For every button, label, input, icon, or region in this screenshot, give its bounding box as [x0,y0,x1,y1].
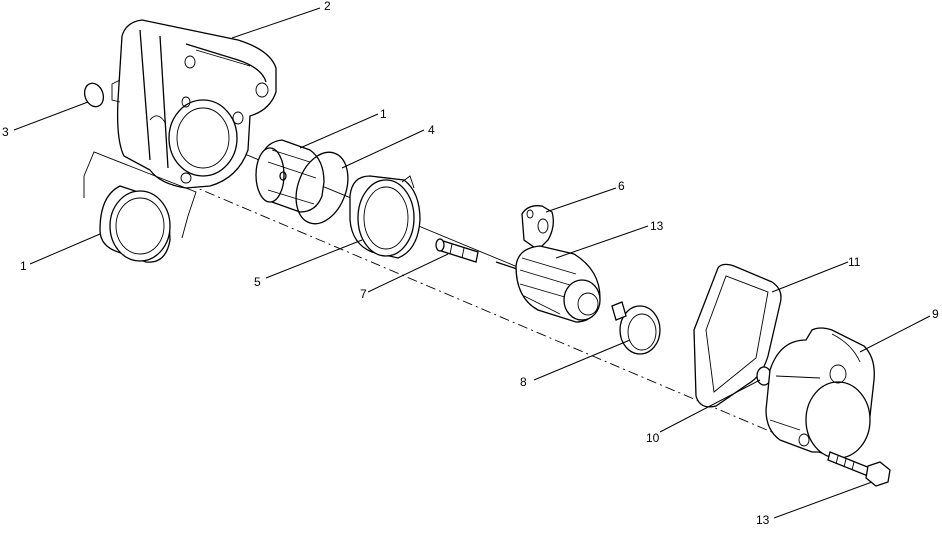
callout-6: 6 [618,179,625,193]
impeller-part-1-upper [255,139,325,213]
leader-line-10 [659,379,761,433]
callout-13-bolt: 13 [756,513,770,527]
oring-part-4 [295,151,349,225]
oring-part-3 [83,82,105,108]
leader-line-9 [859,315,931,353]
callout-2: 2 [324,0,331,13]
gasket-inner-edge [705,275,769,393]
callout-7: 7 [360,287,367,301]
callout-5: 5 [254,275,261,289]
seal-ring-part-5 [349,175,421,259]
leader-line-4 [341,129,425,169]
callout-1-upper: 1 [380,107,387,121]
leader-line-7 [367,253,449,293]
shaft-pin-part-7 [435,238,479,263]
impeller-cup-part-1-left [83,151,197,263]
callout-11: 11 [848,255,861,269]
leader-line-11 [771,261,849,293]
leader-line-6 [545,187,617,213]
leader-line-8 [533,339,631,381]
callout-10: 10 [646,431,660,445]
assembly-centerline [149,167,881,479]
leader-line-13-bolt [773,481,873,519]
pump-cover-part-9 [765,327,875,459]
leader-line-1-upper [299,113,379,149]
leader-line-2 [231,7,321,39]
pump-body-part-13 [515,245,601,323]
callout-3: 3 [2,125,9,139]
leader-line-13-pump [555,225,649,259]
callout-1-left: 1 [20,259,27,273]
callout-4: 4 [428,123,435,137]
callout-8: 8 [520,375,527,389]
callout-13-pump: 13 [650,219,664,233]
washer-part-8 [611,301,661,355]
leader-line-1-left [29,233,101,265]
callout-9: 9 [932,307,939,321]
pump-body-part-6 [521,205,554,251]
housing-part-2 [111,19,277,189]
leader-line-5 [265,239,363,279]
bolt-part-13 [827,451,891,487]
leader-line-3 [13,101,89,131]
